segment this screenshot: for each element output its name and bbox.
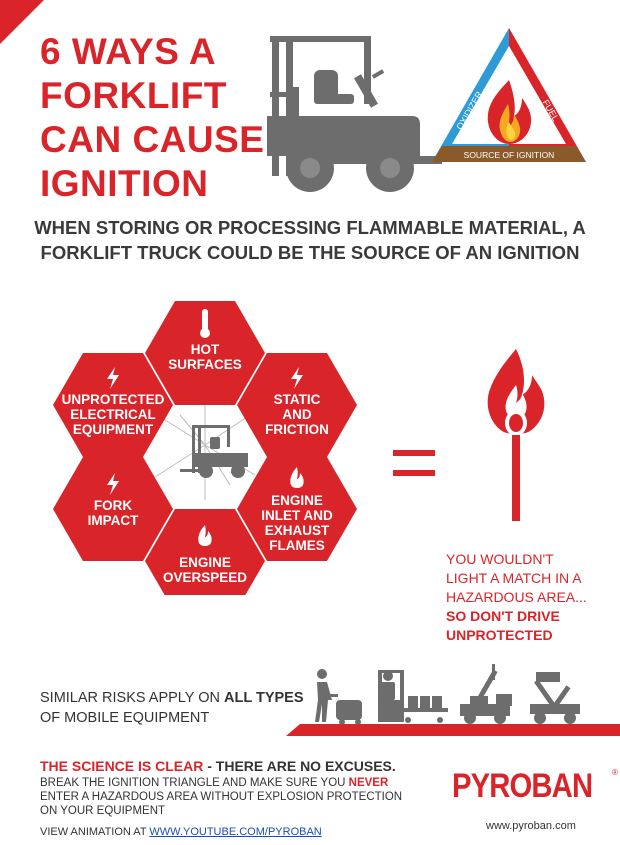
fire-triangle: OXIDIZER FUEL SOURCE OF IGNITION [432,28,586,162]
fire-icon [198,525,212,546]
footer-animation: VIEW ANIMATION AT WWW.YOUTUBE.COM/PYROBA… [40,826,322,838]
registered-mark: ® [612,768,618,777]
website-url: www.pyroban.com [486,820,576,832]
equipment-row [315,664,580,725]
center-forklift-icon [180,425,248,478]
red-band [300,724,620,736]
subtitle: WHEN STORING OR PROCESSING FLAMMABLE MAT… [34,217,586,263]
fire-icon [487,80,532,144]
forklift-hero-icon [267,36,442,192]
hex-cluster [53,301,357,595]
page-title: 6 WAYS A FORKLIFT CAN CAUSE IGNITION [40,31,265,204]
pyroban-logo: PYROBAN [452,767,593,805]
lightning-icon [107,473,119,495]
triangle-label-source: SOURCE OF IGNITION [464,150,555,160]
person-pushing-cart-icon [315,669,362,725]
pallet-truck-icon [378,670,448,723]
lightning-icon [291,367,303,389]
red-band-wedge [286,724,300,736]
lightning-icon [107,367,119,389]
corner-accent [0,0,44,44]
science-headline: THE SCIENCE IS CLEAR - THERE ARE NO EXCU… [40,758,396,774]
similar-risks-text: SIMILAR RISKS APPLY ON ALL TYPES OF MOBI… [40,690,304,726]
match-message: YOU WOULDN'T LIGHT A MATCH IN A HAZARDOU… [446,551,587,643]
equals-sign [393,450,435,490]
fire-icon [290,467,304,488]
warning-text: BREAK THE IGNITION TRIANGLE AND MAKE SUR… [40,777,403,817]
match-icon [487,349,545,521]
thermometer-icon [200,309,210,338]
crane-truck-icon [460,664,512,724]
aerial-lift-icon [530,672,580,724]
youtube-link[interactable]: WWW.YOUTUBE.COM/PYROBAN [149,826,322,838]
